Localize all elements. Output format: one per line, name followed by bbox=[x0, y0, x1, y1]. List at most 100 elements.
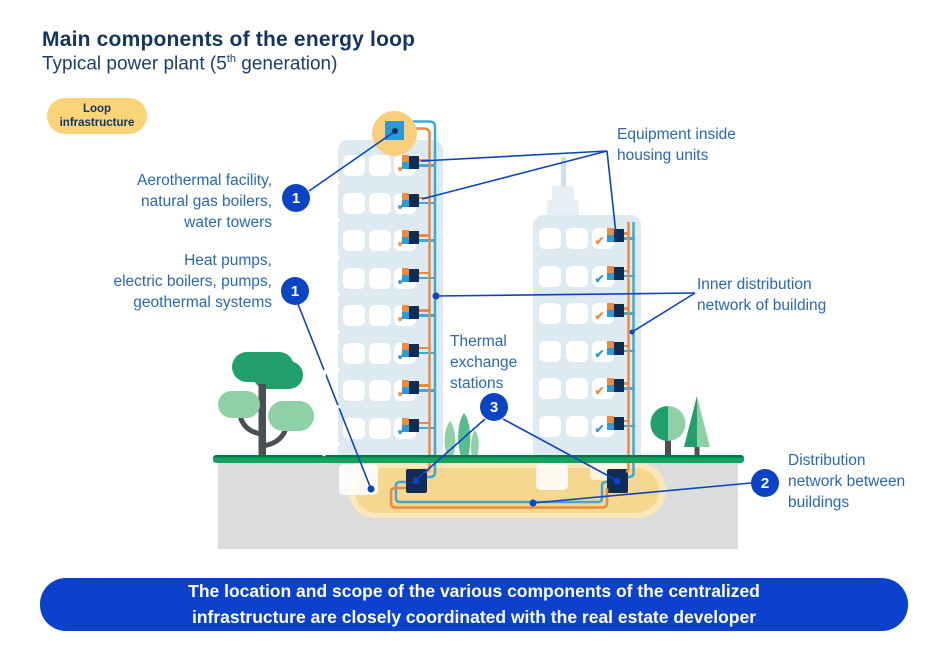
equipment-part bbox=[402, 312, 409, 319]
connector-equipment-2 bbox=[421, 150, 608, 200]
equipment-part bbox=[402, 380, 409, 387]
marker-1a: 1 bbox=[282, 184, 310, 212]
subtitle-superscript: th bbox=[226, 53, 237, 65]
housing-unit-equipment bbox=[402, 155, 436, 169]
housing-unit-equipment bbox=[402, 380, 436, 394]
equipment-part bbox=[607, 235, 614, 242]
window bbox=[369, 155, 391, 176]
check-icon: ✔ bbox=[594, 234, 605, 248]
equipment-part bbox=[611, 266, 624, 280]
housing-unit-equipment bbox=[402, 230, 436, 244]
housing-unit-equipment bbox=[402, 417, 436, 432]
label-aerothermal: Aerothermal facility, natural gas boiler… bbox=[137, 172, 272, 231]
facade-hook bbox=[322, 217, 340, 232]
residential-tower-2: ✔✔✔✔✔✔ bbox=[533, 215, 641, 455]
facade-hook bbox=[322, 292, 340, 307]
grass-strip bbox=[213, 454, 744, 463]
window bbox=[343, 267, 365, 289]
residential-tower-1: ✔✔✔✔✔✔✔✔ bbox=[338, 140, 443, 455]
page-subtitle: Typical power plant (5th generation) bbox=[42, 53, 337, 75]
tree-trunk bbox=[258, 384, 266, 462]
thermal-exchange-station-2 bbox=[607, 469, 628, 493]
equipment-part bbox=[624, 349, 635, 352]
equipment-part bbox=[402, 387, 409, 394]
equipment-part bbox=[402, 199, 409, 207]
housing-unit-equipment bbox=[607, 415, 635, 430]
window bbox=[565, 340, 588, 362]
window bbox=[369, 417, 391, 439]
pine-tree bbox=[684, 396, 710, 447]
building2-basement bbox=[536, 463, 568, 490]
window bbox=[343, 192, 365, 214]
label-heat-pumps: Heat pumps, electric boilers, pumps, geo… bbox=[113, 252, 272, 311]
window bbox=[565, 378, 588, 399]
equipment-part bbox=[402, 424, 409, 432]
equipment-part bbox=[611, 379, 624, 392]
equipment-part bbox=[607, 303, 614, 310]
window bbox=[369, 230, 391, 251]
label-equipment: Equipment inside housing units bbox=[617, 126, 736, 164]
equipment-part bbox=[611, 304, 624, 317]
pine-tree-dark-half bbox=[684, 396, 697, 447]
equipment-part bbox=[402, 192, 409, 200]
equipment-part bbox=[624, 387, 635, 390]
equipment-part bbox=[402, 349, 409, 357]
equipment-part bbox=[607, 265, 614, 273]
window bbox=[539, 228, 561, 249]
window bbox=[539, 415, 561, 437]
housing-unit-equipment bbox=[607, 303, 635, 317]
check-icon: ✔ bbox=[594, 271, 605, 286]
equipment-part bbox=[607, 378, 614, 385]
facade-hook bbox=[322, 255, 340, 269]
equipment-part bbox=[402, 274, 409, 282]
connector-equipment-1 bbox=[420, 150, 608, 162]
housing-unit-equipment bbox=[402, 342, 436, 357]
equipment-part bbox=[419, 276, 436, 279]
equipment-part bbox=[402, 155, 409, 162]
equipment-part bbox=[402, 342, 409, 350]
housing-unit-equipment bbox=[607, 228, 635, 242]
label-thermal-stations: Thermal exchange stations bbox=[450, 333, 518, 392]
label-distribution-network: Distribution network between buildings bbox=[788, 452, 906, 511]
window bbox=[565, 415, 588, 437]
equipment-part bbox=[419, 201, 436, 204]
window bbox=[539, 378, 561, 399]
housing-unit-equipment bbox=[402, 305, 436, 319]
rooftop-unit-dot bbox=[391, 127, 398, 134]
window bbox=[343, 305, 365, 326]
window bbox=[369, 380, 391, 401]
check-icon: ✔ bbox=[594, 346, 605, 361]
connector-inner-2 bbox=[631, 292, 696, 333]
facade-hooks bbox=[322, 180, 340, 457]
equipment-part bbox=[402, 305, 409, 312]
bush-leaf-3 bbox=[471, 430, 479, 457]
window bbox=[369, 305, 391, 326]
equipment-part bbox=[607, 340, 614, 348]
equipment-part bbox=[607, 272, 614, 280]
subtitle-prefix: Typical power plant (5 bbox=[42, 53, 227, 75]
facade-hook bbox=[322, 180, 340, 194]
page-title: Main components of the energy loop bbox=[42, 28, 416, 51]
equipment-part bbox=[402, 267, 409, 275]
window bbox=[565, 303, 588, 324]
tree-branches bbox=[238, 416, 288, 449]
housing-unit-equipment bbox=[402, 267, 436, 282]
equipment-part bbox=[607, 347, 614, 355]
facade-hook bbox=[322, 405, 340, 419]
equipment-part bbox=[624, 344, 629, 347]
equipment-part bbox=[419, 351, 436, 354]
equipment-part bbox=[419, 426, 436, 429]
round-tree-foliage-dark-half bbox=[650, 406, 668, 441]
window bbox=[565, 265, 588, 287]
window bbox=[343, 380, 365, 401]
equipment-part bbox=[624, 237, 635, 240]
equipment-part bbox=[611, 341, 624, 355]
facade-hook bbox=[322, 442, 340, 457]
equipment-part bbox=[419, 421, 430, 424]
equipment-part bbox=[402, 230, 409, 237]
equipment-part bbox=[419, 234, 430, 237]
equipment-part bbox=[624, 424, 635, 427]
loop-infrastructure-badge: Loop infrastructure bbox=[47, 98, 147, 134]
equipment-part bbox=[419, 164, 436, 167]
